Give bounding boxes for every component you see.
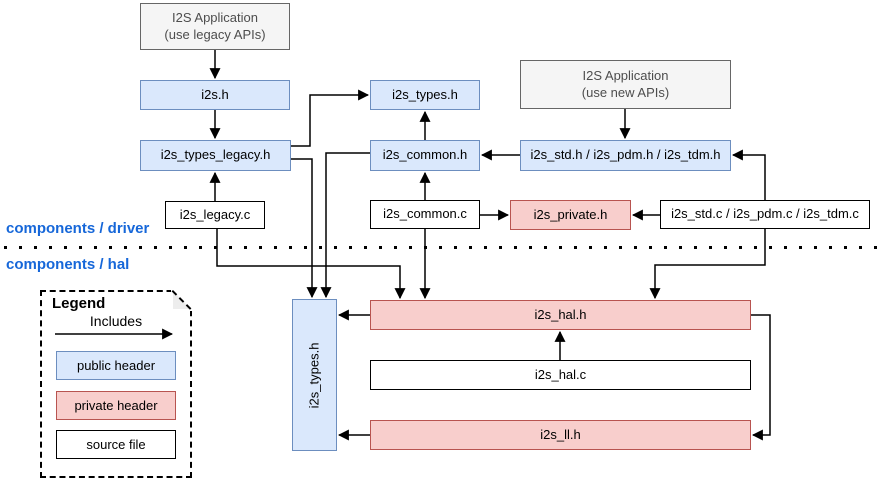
section-divider-dotted-line bbox=[4, 246, 889, 249]
edge-common-h-to-types-h-hal bbox=[320, 152, 370, 299]
node-i2s-std-pdm-tdm-h: i2s_std.h / i2s_pdm.h / i2s_tdm.h bbox=[520, 140, 731, 171]
node-label: i2s_types.h bbox=[306, 342, 322, 408]
node-i2s-common-c: i2s_common.c bbox=[370, 200, 480, 229]
legend: Legend Includes public header private he… bbox=[40, 290, 192, 478]
edge-legacy-c-to-hal-h bbox=[216, 229, 406, 300]
node-label: i2s_hal.h bbox=[534, 306, 587, 322]
node-i2s-application-new: I2S Application (use new APIs) bbox=[520, 60, 731, 109]
node-label: (use legacy APIs) bbox=[164, 26, 266, 42]
node-i2s-types-legacy-h: i2s_types_legacy.h bbox=[140, 140, 291, 171]
node-i2s-types-h-hal: i2s_types.h bbox=[292, 299, 337, 451]
edge-std-c-to-std-h bbox=[731, 149, 766, 200]
legend-item-public-header: public header bbox=[56, 351, 176, 380]
node-i2s-private-h: i2s_private.h bbox=[510, 200, 631, 230]
node-label: i2s_hal.c bbox=[534, 366, 587, 382]
node-i2s-application-legacy: I2S Application (use legacy APIs) bbox=[140, 3, 290, 50]
node-label: I2S Application bbox=[171, 9, 258, 25]
node-i2s-types-h: i2s_types.h bbox=[370, 80, 480, 110]
node-label: i2s_std.h / i2s_pdm.h / i2s_tdm.h bbox=[530, 147, 721, 163]
node-label: i2s_common.h bbox=[382, 147, 468, 163]
legend-includes-label: Includes bbox=[89, 313, 143, 329]
edge-std-c-to-hal-h bbox=[649, 229, 766, 300]
legend-item-label: public header bbox=[76, 358, 156, 373]
node-i2s-ll-h: i2s_ll.h bbox=[370, 420, 751, 450]
node-label: i2s_ll.h bbox=[540, 426, 581, 442]
edge-types-legacy-h-to-types-h-hal bbox=[291, 158, 318, 299]
node-label: i2s.h bbox=[201, 86, 229, 102]
node-label: i2s_legacy.c bbox=[179, 206, 251, 222]
section-label-components-driver: components / driver bbox=[6, 220, 150, 237]
node-i2s-common-h: i2s_common.h bbox=[370, 140, 480, 171]
edge-types-legacy-h-to-types-h bbox=[291, 89, 370, 147]
node-label: (use new APIs) bbox=[581, 84, 670, 100]
node-label: i2s_common.c bbox=[383, 206, 467, 222]
section-label-components-hal: components / hal bbox=[6, 256, 130, 273]
legend-item-label: source file bbox=[86, 437, 146, 452]
node-label: i2s_std.c / i2s_pdm.c / i2s_tdm.c bbox=[671, 206, 859, 222]
node-i2s-hal-c: i2s_hal.c bbox=[370, 360, 751, 390]
node-label: i2s_private.h bbox=[533, 206, 608, 222]
legend-title: Legend bbox=[52, 295, 106, 312]
legend-item-private-header: private header bbox=[56, 391, 176, 420]
legend-item-source-file: source file bbox=[56, 430, 176, 459]
node-i2s-h: i2s.h bbox=[140, 80, 290, 110]
node-label: I2S Application bbox=[582, 67, 669, 83]
node-i2s-hal-h: i2s_hal.h bbox=[370, 300, 751, 330]
node-label: i2s_types.h bbox=[392, 86, 458, 102]
node-i2s-std-pdm-tdm-c: i2s_std.c / i2s_pdm.c / i2s_tdm.c bbox=[660, 200, 870, 229]
node-label: i2s_types_legacy.h bbox=[160, 147, 271, 163]
node-i2s-legacy-c: i2s_legacy.c bbox=[165, 201, 265, 229]
edge-hal-h-to-ll-h bbox=[751, 314, 771, 441]
legend-item-label: private header bbox=[74, 398, 158, 413]
